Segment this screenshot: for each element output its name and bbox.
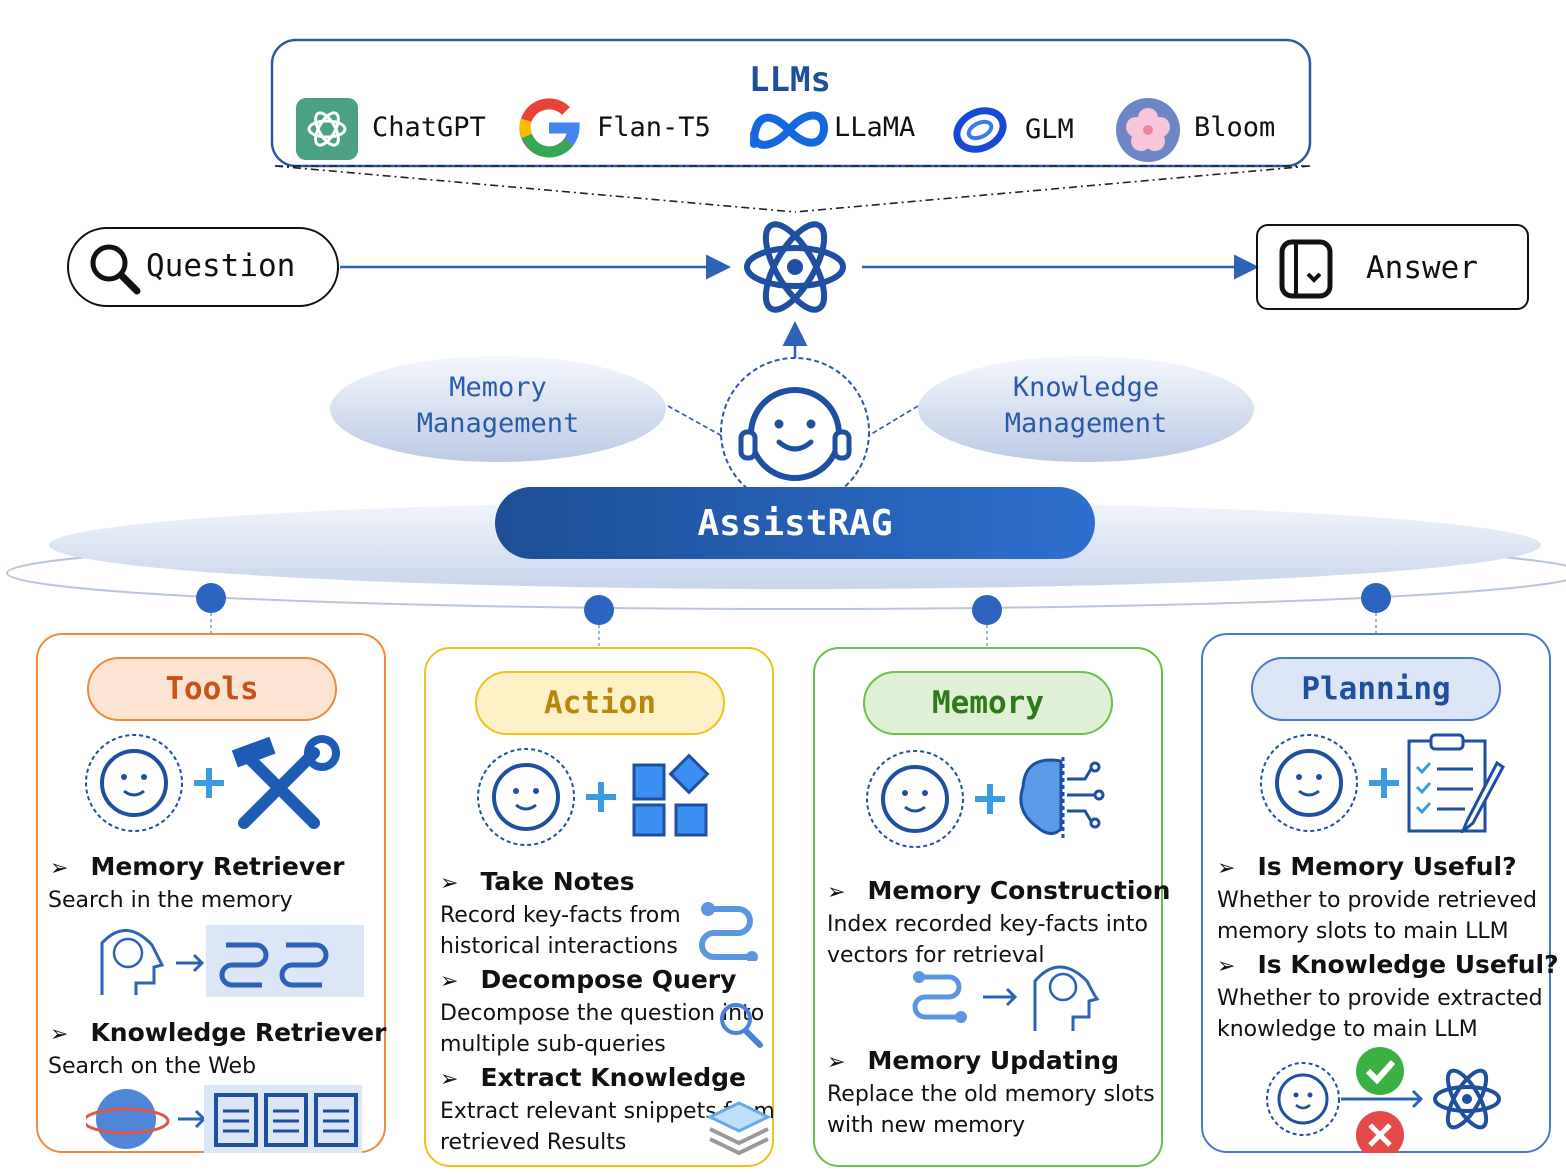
brain-to-memory-icon: [96, 923, 366, 1009]
web-to-documents-icon: [82, 1085, 366, 1157]
llms-title: LLMs: [749, 60, 831, 100]
memory-item-title: ➢Memory Construction: [827, 876, 1171, 905]
tools-item-desc: Search on the Web: [48, 1054, 257, 1079]
assistant-plus-brain-icon: [865, 749, 1125, 853]
assistant-plus-checklist-icon: [1259, 733, 1519, 837]
answer-label: Answer: [1366, 250, 1478, 286]
assistant-plus-actions-icon: [476, 747, 736, 851]
document-check-icon: [1278, 238, 1336, 304]
llm-name-chatgpt: ChatGPT: [372, 112, 486, 143]
search-icon: [87, 241, 143, 301]
tools-title: Tools: [87, 657, 337, 721]
assistant-plus-tools-icon: [84, 733, 344, 837]
planning-item-title: ➢Is Knowledge Useful?: [1217, 950, 1559, 979]
decision-to-llm-icon: [1263, 1043, 1513, 1159]
memory-management-cloud: [330, 356, 666, 462]
tools-item-desc: Search in the memory: [48, 888, 293, 913]
llm-name-flan-t5: Flan-T5: [597, 112, 711, 143]
magnifier-icon: [716, 999, 766, 1055]
path-to-brain-icon: [909, 955, 1109, 1039]
tools-item-title: ➢Memory Retriever: [50, 852, 345, 881]
question-label: Question: [146, 248, 296, 284]
notes-path-icon: [698, 899, 764, 965]
knowledge-management-cloud: [918, 356, 1254, 462]
question-box: Question: [67, 227, 339, 307]
tools-item-title: ➢Knowledge Retriever: [50, 1018, 387, 1047]
memory-module-card: Memory ➢Memory Construction Index record…: [813, 647, 1170, 1167]
meta-logo-icon: [748, 104, 830, 158]
action-item-title: ➢Decompose Query: [440, 965, 737, 994]
chatgpt-logo-icon: [296, 98, 358, 160]
action-module-card: Action ➢Take Notes Record key-facts from…: [424, 647, 775, 1167]
glm-logo-icon: [951, 104, 1009, 160]
planning-module-card: Planning ➢Is Memory Useful? Whether to p…: [1201, 633, 1559, 1159]
google-logo-icon: [517, 96, 581, 164]
llm-name-llama: LLaMA: [834, 112, 916, 143]
action-item-title: ➢Extract Knowledge: [440, 1063, 746, 1092]
bloom-flower-icon: [1116, 98, 1180, 162]
llm-atom-icon: [740, 210, 850, 328]
memory-title: Memory: [863, 671, 1113, 735]
layers-stack-icon: [706, 1099, 772, 1165]
llm-name-bloom: Bloom: [1194, 112, 1276, 143]
assistrag-banner: AssistRAG: [495, 487, 1095, 559]
assistant-face-icon: [727, 376, 863, 490]
planning-item-title: ➢Is Memory Useful?: [1217, 852, 1517, 881]
answer-box: Answer: [1256, 224, 1529, 310]
action-item-title: ➢Take Notes: [440, 867, 635, 896]
action-title: Action: [475, 671, 725, 735]
memory-item-title: ➢Memory Updating: [827, 1046, 1119, 1075]
tools-module-card: Tools ➢Memory Retriever Search in the me…: [36, 633, 386, 1153]
planning-title: Planning: [1251, 657, 1501, 721]
llm-name-glm: GLM: [1025, 114, 1074, 145]
